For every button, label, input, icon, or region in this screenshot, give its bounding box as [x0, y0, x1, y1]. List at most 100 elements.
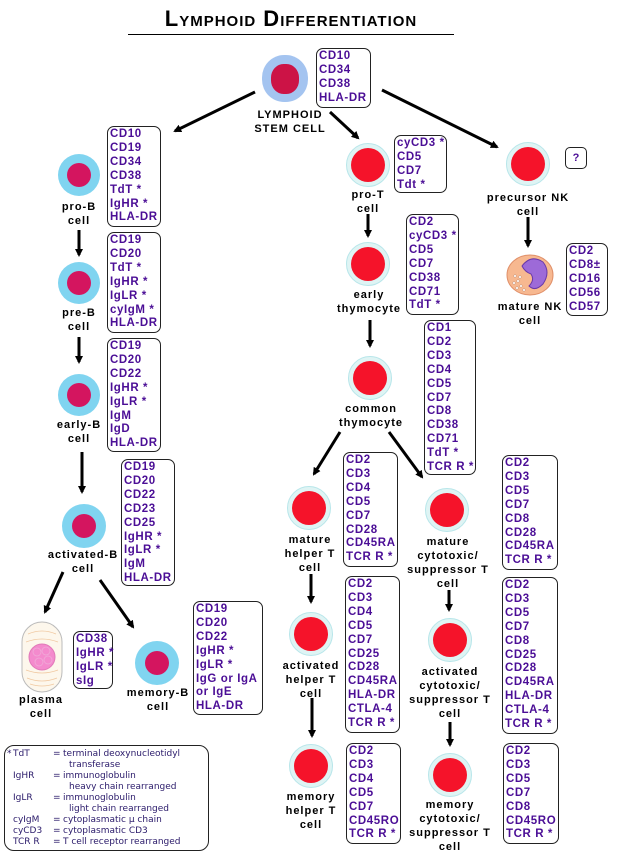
marker: CD38	[319, 77, 351, 90]
nucleus	[72, 514, 96, 538]
marker: CD10	[319, 50, 351, 62]
marker: TdT *	[427, 447, 459, 460]
arrow-stem-to-pro-t	[328, 110, 360, 140]
marker: HLA-DR	[196, 700, 244, 713]
legend-def: T cell receptor rearranged	[63, 837, 181, 847]
legend-def: immunoglobulin	[63, 793, 136, 803]
nucleus	[294, 617, 328, 651]
label-line: memory	[286, 791, 336, 803]
marker: CD8±	[569, 258, 601, 271]
label-line: cell	[356, 203, 380, 215]
marker: TCR R *	[427, 461, 475, 474]
marker: CD57	[569, 300, 601, 313]
marker: CD3	[506, 758, 531, 771]
legend-def: light chain rearranged	[69, 804, 170, 814]
marker: IgHR *	[124, 530, 163, 543]
marker-box-activated-helper-t: CD2 CD3 CD4 CD5 CD7 CD25 CD28 CD45RA HLA…	[345, 576, 400, 733]
marker: CD45RO	[349, 814, 400, 827]
marker: CD2	[346, 454, 371, 466]
label-line: cell	[67, 433, 91, 445]
marker-box-memory-b: CD19 CD20 CD22 IgHR * IgLR * IgG or IgA …	[193, 601, 263, 715]
marker-box-pre-b: CD19 CD20 TdT * IgHR * IgLR * cyIgM * HL…	[107, 232, 161, 333]
marker: CD5	[346, 495, 371, 508]
nucleus	[67, 383, 91, 407]
marker: CD20	[196, 616, 228, 629]
label-line: cell	[518, 315, 542, 327]
label-line: memory	[425, 799, 475, 811]
marker: CTLA-4	[505, 704, 550, 717]
label-line: helper T	[284, 548, 336, 560]
marker: CD20	[110, 353, 142, 366]
nucleus	[271, 64, 299, 94]
legend-def: cytoplasmatic CD3	[63, 826, 148, 836]
marker: CD34	[110, 155, 142, 168]
marker-box-early-b: CD19 CD20 CD22 IgHR * IgLR * IgM IgD HLA…	[107, 338, 161, 452]
marker: CD28	[346, 523, 378, 536]
label-line: mature	[288, 534, 332, 546]
label-line: early-B	[56, 419, 102, 431]
marker: TCR R *	[505, 554, 553, 567]
marker: CD34	[319, 63, 351, 76]
marker: CD45RA	[505, 676, 555, 689]
legend-abbr: cyCD3	[13, 826, 43, 836]
marker: CD23	[124, 502, 156, 515]
marker-box-mature-helper-t: CD2 CD3 CD4 CD5 CD7 CD28 CD45RA TCR R *	[343, 452, 398, 567]
legend-row: *TdT=terminal deoxynucleotidyl	[7, 749, 208, 760]
marker: HLA-DR	[348, 689, 396, 702]
abbreviation-legend: *TdT=terminal deoxynucleotidyl transfera…	[4, 745, 209, 851]
marker: HLA-DR	[319, 91, 367, 104]
arrow-stem-to-precursor-nk	[381, 88, 499, 149]
label-line: plasma	[19, 694, 63, 706]
nucleus	[67, 271, 91, 295]
nucleus	[430, 493, 464, 527]
nucleus	[353, 361, 387, 395]
activated-cytotoxic-t-cell	[428, 618, 472, 662]
nucleus	[67, 163, 91, 187]
lymphoid-stem-cell	[262, 55, 308, 102]
nucleus	[511, 147, 545, 181]
label-line: helper T	[285, 674, 337, 686]
marker: CD28	[348, 661, 380, 674]
legend-abbr: TdT	[13, 749, 30, 759]
common-thymocyte-cell	[348, 356, 392, 400]
marker: CD4	[348, 605, 373, 618]
marker: CD7	[505, 620, 530, 633]
marker: CD1	[427, 322, 452, 334]
marker: CD7	[409, 257, 434, 270]
marker: IgHR *	[110, 275, 149, 288]
early-b-cell	[58, 374, 100, 416]
legend-abbr: IgLR	[13, 793, 33, 803]
early-b-label: early-B cell	[50, 418, 108, 446]
marker: CD4	[346, 481, 371, 494]
marker-box-memory-helper-t: CD2 CD3 CD4 CD5 CD7 CD45RO TCR R *	[346, 743, 401, 844]
marker: CD8	[505, 512, 530, 525]
label-line: precursor NK	[486, 192, 570, 204]
marker: CD2	[409, 216, 434, 228]
label-line: cell	[67, 215, 91, 227]
marker: HLA-DR	[505, 690, 553, 703]
label-line: memory-B	[126, 687, 190, 699]
nucleus	[351, 148, 385, 182]
marker: TdT *	[110, 183, 142, 196]
marker: CD2	[569, 245, 594, 257]
label-line: cell	[438, 708, 462, 720]
legend-abbr: IgHR	[13, 771, 35, 781]
marker: cyCD3 *	[409, 229, 457, 242]
marker: CD10	[110, 128, 142, 140]
marker: or IgE	[196, 686, 233, 699]
marker: CD2	[506, 745, 531, 757]
marker: sIg	[76, 674, 95, 687]
label-line: thymocyte	[338, 417, 404, 429]
marker: CD7	[349, 800, 374, 813]
marker: CD25	[505, 648, 537, 661]
memory-cytotoxic-t-cell	[428, 753, 472, 797]
legend-def: immunoglobulin	[63, 771, 136, 781]
marker: CD5	[427, 377, 452, 390]
label-line: helper T	[285, 805, 337, 817]
